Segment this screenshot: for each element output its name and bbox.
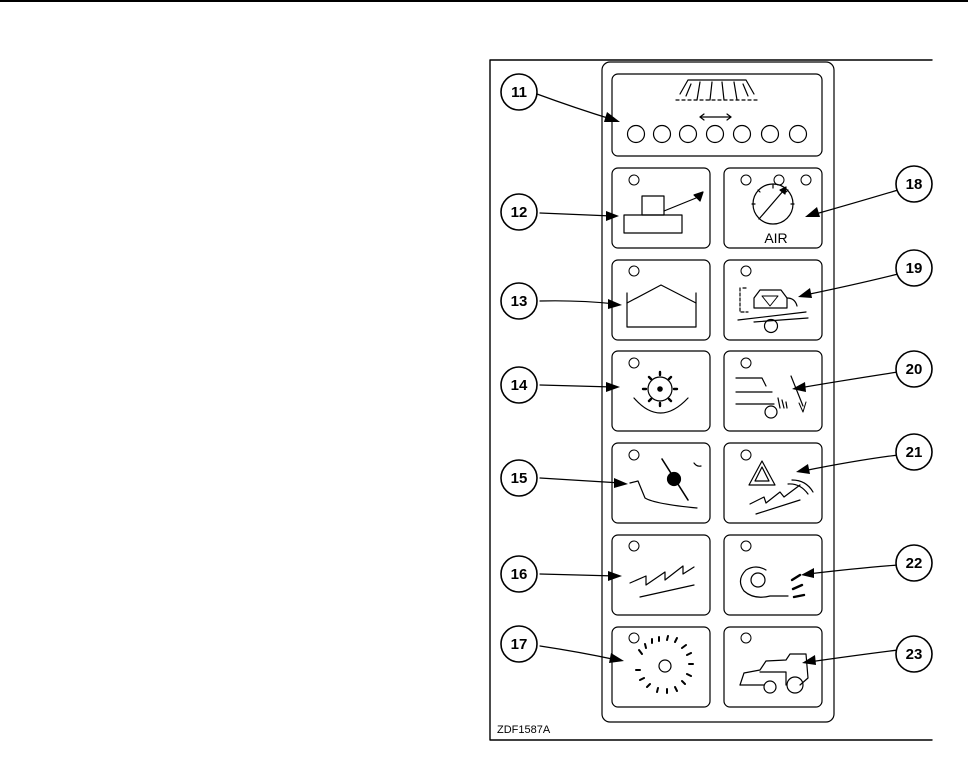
indicator-box-21 (724, 443, 822, 523)
callout-23: 23 (906, 646, 923, 663)
callout-18: 18 (906, 176, 923, 193)
callout-21: 21 (906, 444, 923, 461)
indicator-box-11 (612, 74, 822, 156)
cleaning-fan-icon (740, 567, 804, 597)
callout-22: 22 (906, 555, 923, 572)
panel-outline (602, 62, 834, 722)
callout-circles (501, 74, 932, 672)
callout-numbers: 11 12 13 14 15 16 17 18 19 20 21 22 23 (511, 84, 923, 663)
cleaning-shoe-icon (736, 376, 806, 418)
callout-15: 15 (511, 470, 528, 487)
indicator-box-20 (724, 351, 822, 431)
callout-16: 16 (511, 566, 528, 583)
indicator-box-19 (724, 260, 822, 340)
callout-11: 11 (511, 84, 527, 101)
feeder-house-icon (630, 459, 701, 508)
chopper-icon (636, 636, 693, 693)
rotor-speed-icon (634, 372, 688, 413)
indicator-box-15 (612, 443, 710, 523)
air-pressure-gauge-icon (752, 184, 794, 224)
callout-arrowheads (604, 112, 820, 665)
header-height-indicator-icon (628, 80, 807, 143)
unloading-auger-icon (624, 192, 703, 233)
callout-14: 14 (511, 377, 528, 394)
callout-12: 12 (511, 204, 528, 221)
combine-icon (740, 654, 808, 693)
grain-tank-full-icon (627, 285, 696, 327)
figure-frame (490, 60, 932, 740)
callout-20: 20 (906, 361, 923, 378)
indicator-box-12 (612, 168, 710, 248)
indicator-box-17 (612, 627, 710, 707)
figure-id: ZDF1587A (497, 724, 551, 736)
air-label: AIR (764, 230, 787, 246)
callout-13: 13 (511, 293, 528, 310)
straw-walker-icon (630, 566, 694, 597)
callout-17: 17 (511, 636, 528, 653)
callout-leaders (537, 94, 898, 662)
callout-19: 19 (906, 260, 923, 277)
engine-icon (738, 288, 808, 333)
